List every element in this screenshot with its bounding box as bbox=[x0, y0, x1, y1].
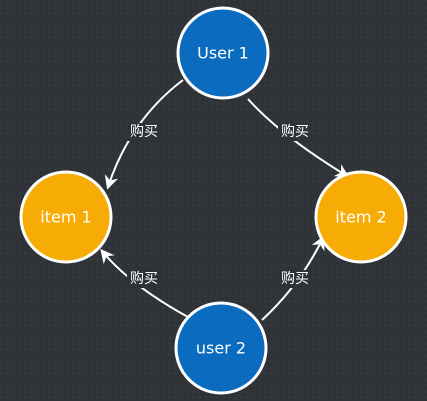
node-label: item 2 bbox=[335, 208, 386, 227]
edge-label: 购买 bbox=[281, 124, 309, 140]
node-item1[interactable]: item 1 bbox=[19, 170, 113, 264]
node-label: item 1 bbox=[40, 208, 91, 227]
edge-label-background bbox=[278, 123, 312, 141]
edge-user2-item1: 购买 bbox=[100, 248, 189, 318]
node-circle[interactable] bbox=[176, 6, 270, 100]
node-circle[interactable] bbox=[314, 170, 408, 264]
edge-label: 购买 bbox=[281, 271, 309, 287]
edge-label: 购买 bbox=[130, 124, 158, 140]
node-circle[interactable] bbox=[19, 170, 113, 264]
node-user2[interactable]: user 2 bbox=[174, 301, 268, 395]
nodes-layer: User 1 item 1 item 2 user 2 bbox=[19, 6, 408, 395]
edge-user1-item1: 购买 bbox=[104, 79, 184, 190]
node-circle[interactable] bbox=[174, 301, 268, 395]
edge-user2-item2: 购买 bbox=[261, 235, 325, 321]
edge-label-background bbox=[127, 123, 161, 141]
node-label: User 1 bbox=[197, 44, 249, 63]
node-label: user 2 bbox=[196, 339, 246, 358]
edge-label: 购买 bbox=[130, 271, 158, 287]
node-user1[interactable]: User 1 bbox=[176, 6, 270, 100]
edge-user1-item2: 购买 bbox=[247, 98, 350, 178]
edge-label-background bbox=[127, 270, 161, 288]
node-item2[interactable]: item 2 bbox=[314, 170, 408, 264]
edges-layer: 购买购买购买购买 bbox=[100, 79, 350, 321]
edge-label-background bbox=[278, 270, 312, 288]
